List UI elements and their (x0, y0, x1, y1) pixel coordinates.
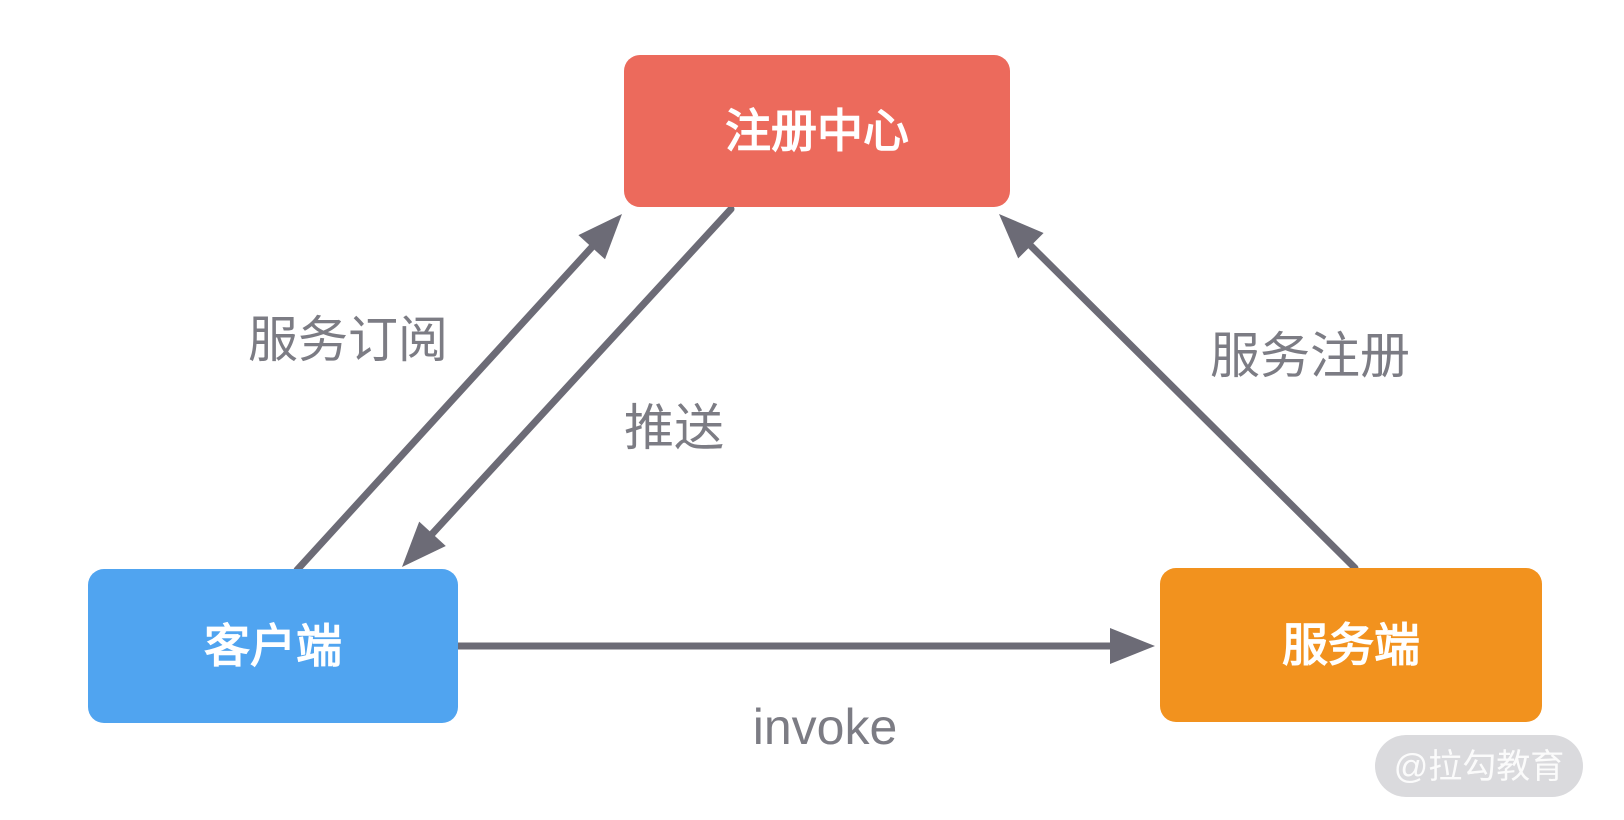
edge-subscribe-arrowhead (578, 214, 622, 260)
node-client: 客户端 (88, 569, 458, 723)
node-server: 服务端 (1160, 568, 1542, 722)
edge-push (402, 205, 735, 567)
node-registry: 注册中心 (624, 55, 1010, 207)
node-registry-label: 注册中心 (725, 105, 909, 157)
edge-subscribe-label: 服务订阅 (248, 312, 448, 368)
node-registry-box (624, 55, 1010, 207)
edge-invoke (454, 628, 1155, 664)
edge-register-arrowhead (999, 214, 1044, 259)
edge-invoke-arrowhead (1110, 628, 1155, 664)
watermark-text: @拉勾教育 (1394, 748, 1565, 786)
edge-subscribe-line (293, 243, 596, 574)
node-client-label: 客户端 (204, 620, 342, 672)
edge-push-line (428, 205, 735, 538)
edge-push-arrowhead (402, 521, 446, 567)
edge-invoke-label: invoke (753, 699, 898, 755)
edge-register (999, 214, 1359, 572)
edge-register-line (1027, 242, 1359, 572)
edge-subscribe (293, 214, 622, 574)
watermark-pill (1375, 735, 1583, 797)
node-client-box (88, 569, 458, 723)
node-server-box (1160, 568, 1542, 722)
edge-push-label: 推送 (624, 400, 724, 456)
edge-register-label: 服务注册 (1210, 328, 1410, 384)
node-server-label: 服务端 (1282, 619, 1420, 671)
watermark-badge: @拉勾教育 (1375, 735, 1583, 797)
